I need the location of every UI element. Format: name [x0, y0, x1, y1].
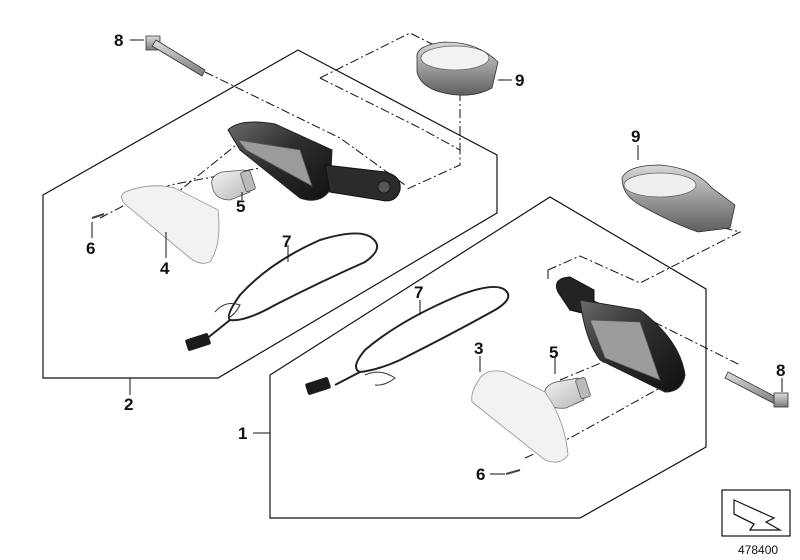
- leader-lines: [91, 39, 783, 475]
- handlebar-clamp-lower[interactable]: [621, 164, 736, 233]
- bolt-lower[interactable]: [724, 371, 789, 408]
- callout-4: 4: [160, 259, 170, 278]
- callout-8-upper: 8: [114, 31, 123, 50]
- indicator-housing-upper[interactable]: [227, 121, 401, 202]
- callout-9-upper: 9: [515, 71, 524, 90]
- callout-3: 3: [474, 339, 483, 358]
- screw-lower[interactable]: [505, 469, 521, 475]
- callout-6-lower: 6: [476, 465, 485, 484]
- callout-5-upper: 5: [236, 197, 245, 216]
- assembly-outline-left: [42, 49, 498, 379]
- diagram-number: 478400: [738, 543, 778, 557]
- screw-upper[interactable]: [91, 213, 105, 219]
- callout-8-lower: 8: [776, 361, 785, 380]
- callout-7-upper: 7: [282, 232, 291, 251]
- callout-9-lower: 9: [631, 127, 640, 146]
- callout-1: 1: [238, 424, 247, 443]
- indicator-housing-lower[interactable]: [556, 276, 686, 393]
- handlebar-clamp-upper[interactable]: [416, 41, 499, 96]
- bulb-lower[interactable]: [544, 377, 591, 409]
- lens-left[interactable]: [121, 185, 220, 264]
- callout-5-lower: 5: [549, 343, 558, 362]
- assembly-outline-right: [269, 196, 707, 519]
- callout-6-upper: 6: [86, 239, 95, 258]
- cable-lower[interactable]: [305, 285, 510, 395]
- callout-2: 2: [124, 395, 133, 414]
- bulb-upper[interactable]: [211, 169, 256, 201]
- lens-right[interactable]: [471, 370, 569, 463]
- bolt-upper[interactable]: [145, 35, 206, 77]
- callout-7-lower: 7: [414, 283, 423, 302]
- cable-upper[interactable]: [185, 232, 379, 351]
- orientation-arrow-icon: [721, 489, 791, 537]
